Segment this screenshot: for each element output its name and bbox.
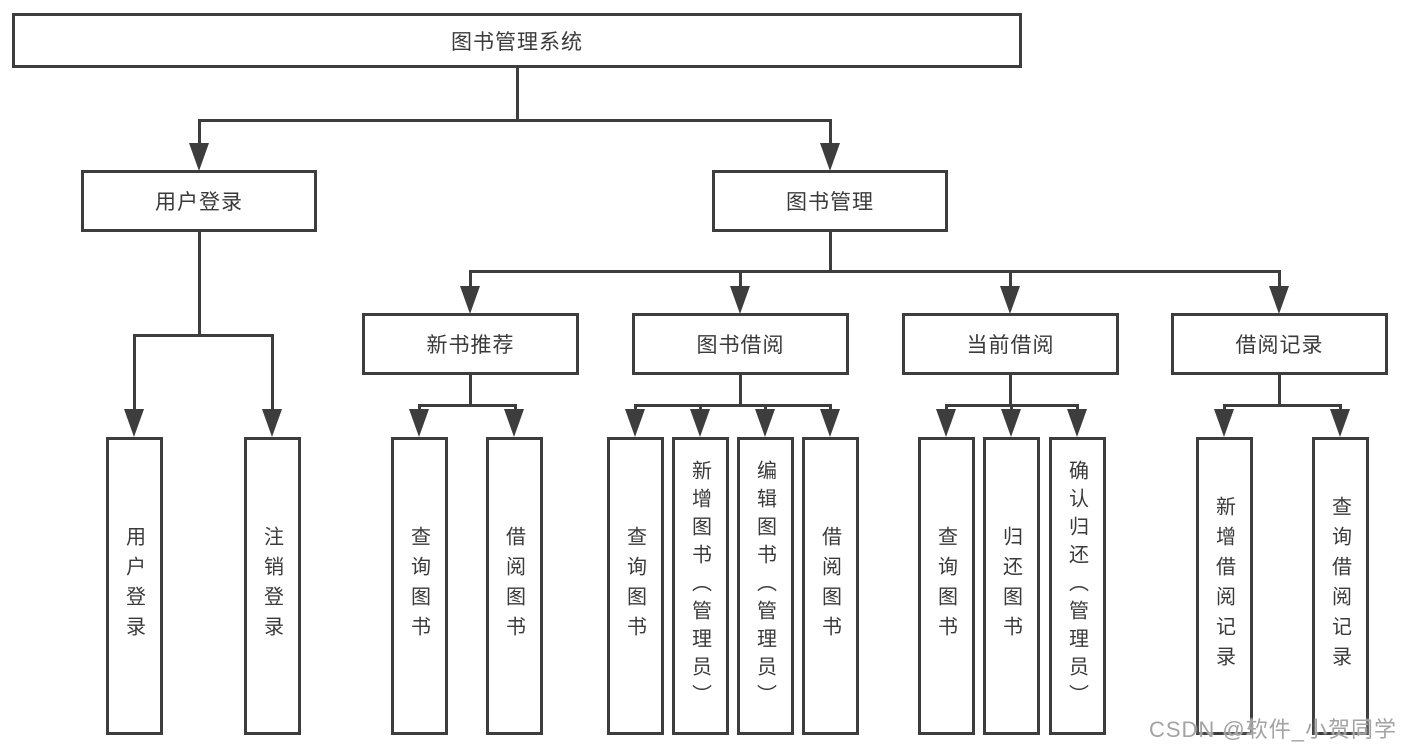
- leaf-borrow-books-borrow: 借阅图书: [801, 437, 859, 735]
- connector-line: [197, 119, 201, 145]
- leaf-query-books-borrow: 查询图书: [606, 437, 664, 735]
- leaf-edit-books-admin: 编辑图书（管理员）: [736, 437, 794, 735]
- connector-line: [513, 404, 517, 413]
- connector-line: [1008, 373, 1012, 407]
- connector-line: [763, 404, 767, 413]
- arrow-down-icon: [730, 286, 750, 314]
- connector-line: [132, 334, 136, 410]
- arrow-down-icon: [1330, 409, 1350, 437]
- connector-line: [738, 270, 742, 288]
- leaf-confirm-return-admin: 确认归还（管理员）: [1048, 437, 1106, 735]
- arrow-down-icon: [1269, 286, 1289, 314]
- arrow-down-icon: [820, 143, 840, 171]
- connector-line: [197, 119, 832, 122]
- arrow-down-icon: [755, 409, 775, 437]
- node-current-borrow: 当前借阅: [902, 313, 1119, 375]
- leaf-label: 新增借阅记录: [1212, 496, 1235, 676]
- connector-line: [468, 270, 472, 288]
- connector-line: [1075, 404, 1079, 413]
- connector-line: [1009, 404, 1013, 413]
- leaf-query-books-recommend: 查询图书: [390, 437, 448, 735]
- leaf-label: 编辑图书（管理员）: [753, 460, 776, 712]
- arrow-down-icon: [936, 409, 956, 437]
- arrow-down-icon: [1000, 286, 1020, 314]
- connector-line: [944, 404, 948, 413]
- connector-line: [1277, 373, 1281, 407]
- arrow-down-icon: [460, 286, 480, 314]
- leaf-label: 新增图书（管理员）: [688, 460, 711, 712]
- connector-line: [698, 404, 702, 413]
- arrow-down-icon: [124, 409, 144, 437]
- arrow-down-icon: [625, 409, 645, 437]
- leaf-query-books-current: 查询图书: [917, 437, 975, 735]
- connector-line: [1277, 270, 1281, 288]
- leaf-label: 确认归还（管理员）: [1065, 460, 1088, 712]
- arrow-down-icon: [189, 143, 209, 171]
- leaf-label: 归还图书: [999, 526, 1022, 646]
- connector-line: [417, 404, 421, 413]
- connector-line: [270, 334, 274, 410]
- leaf-label: 借阅图书: [502, 526, 525, 646]
- connector-line: [515, 66, 519, 122]
- arrow-down-icon: [1001, 409, 1021, 437]
- arrow-down-icon: [820, 409, 840, 437]
- connector-line: [828, 119, 832, 145]
- leaf-label: 借阅图书: [818, 526, 841, 646]
- connector-line: [828, 230, 832, 273]
- connector-line: [1338, 404, 1342, 413]
- arrow-down-icon: [690, 409, 710, 437]
- leaf-borrow-books-recommend: 借阅图书: [485, 437, 543, 735]
- leaf-label: 查询图书: [407, 526, 430, 646]
- leaf-user-login: 用户登录: [105, 437, 163, 735]
- leaf-add-borrow-record: 新增借阅记录: [1195, 437, 1253, 735]
- leaf-label: 用户登录: [122, 526, 145, 646]
- leaf-label: 查询借阅记录: [1328, 496, 1351, 676]
- node-user-login: 用户登录: [81, 170, 317, 232]
- leaf-label: 查询图书: [623, 526, 646, 646]
- leaf-query-borrow-record: 查询借阅记录: [1311, 437, 1369, 735]
- leaf-label: 查询图书: [934, 526, 957, 646]
- connector-line: [633, 404, 637, 413]
- connector-line: [468, 373, 472, 407]
- connector-line: [468, 270, 1281, 273]
- connector-line: [197, 231, 201, 337]
- arrow-down-icon: [504, 409, 524, 437]
- node-borrow-records: 借阅记录: [1171, 313, 1388, 375]
- node-book-management: 图书管理: [712, 170, 948, 232]
- leaf-label: 注销登录: [260, 526, 283, 646]
- connector-line: [1222, 404, 1342, 407]
- csdn-watermark: CSDN @软件_小贺同学: [1148, 717, 1397, 742]
- connector-line: [633, 404, 832, 407]
- arrow-down-icon: [1067, 409, 1087, 437]
- leaf-logout: 注销登录: [243, 437, 301, 735]
- connector-line: [1222, 404, 1226, 413]
- arrow-down-icon: [409, 409, 429, 437]
- node-root: 图书管理系统: [12, 13, 1022, 68]
- connector-line: [132, 334, 274, 337]
- connector-line: [738, 373, 742, 407]
- node-book-borrow: 图书借阅: [632, 313, 849, 375]
- connector-line: [417, 404, 517, 407]
- arrow-down-icon: [1214, 409, 1234, 437]
- leaf-add-books-admin: 新增图书（管理员）: [671, 437, 729, 735]
- arrow-down-icon: [262, 409, 282, 437]
- node-new-book-recommend: 新书推荐: [362, 313, 579, 375]
- leaf-return-books: 归还图书: [982, 437, 1040, 735]
- connector-line: [828, 404, 832, 413]
- connector-line: [1008, 270, 1012, 288]
